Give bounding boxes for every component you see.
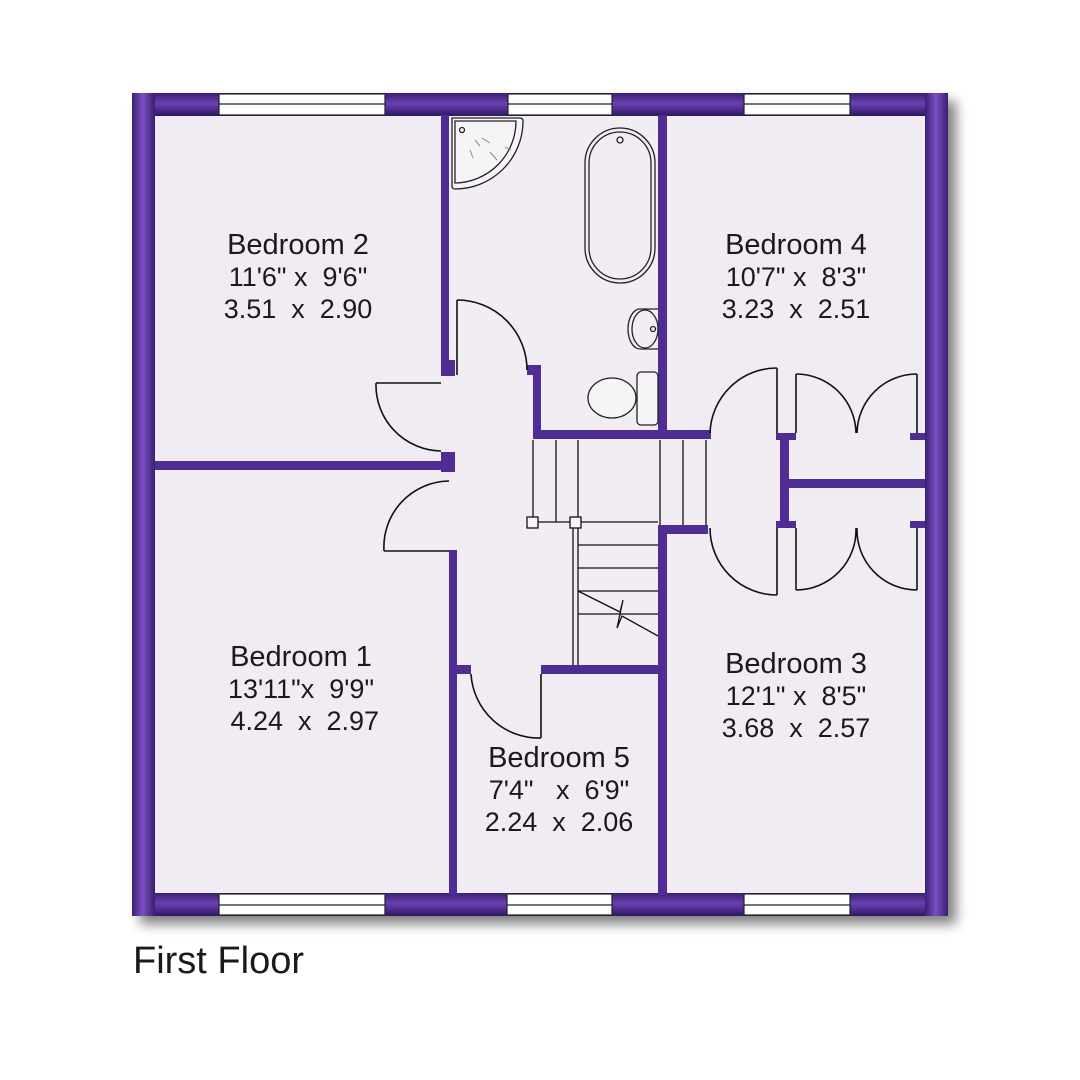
windows — [218, 93, 851, 916]
room-dimensions-imperial: 12'1" x 8'5" — [725, 681, 867, 712]
room-dimensions-metric: 2.24 x 2.06 — [484, 807, 634, 838]
room-dimensions-metric: 3.23 x 2.51 — [721, 294, 871, 325]
room-label-bedroom-4: Bedroom 4 10'7" x 8'3" 3.23 x 2.51 — [696, 228, 896, 326]
room-name: Bedroom 3 — [725, 648, 867, 680]
staircase-icon — [526, 440, 707, 665]
doors — [375, 299, 918, 739]
room-bedroom-2 — [155, 115, 445, 465]
room-dimensions-metric: 3.51 x 2.90 — [223, 294, 373, 325]
room-bedroom-3 — [680, 530, 925, 895]
room-dimensions-metric: 3.68 x 2.57 — [721, 713, 871, 744]
door-bedroom-4 — [709, 367, 778, 434]
room-name: Bedroom 2 — [227, 229, 369, 261]
room-name: Bedroom 1 — [230, 641, 372, 673]
room-bedroom-5 — [470, 675, 660, 895]
wardrobe-doors-upper — [795, 373, 918, 434]
wash-basin-icon — [627, 308, 659, 350]
room-label-bedroom-1: Bedroom 1 13'11"x 9'9" 4.24 x 2.97 — [196, 640, 406, 738]
window-bedroom-5 — [506, 893, 613, 916]
room-name: Bedroom 4 — [725, 229, 867, 261]
room-dimensions-metric: 4.24 x 2.97 — [222, 706, 380, 737]
room-label-bedroom-3: Bedroom 3 12'1" x 8'5" 3.68 x 2.57 — [696, 647, 896, 745]
room-label-bedroom-2: Bedroom 2 11'6" x 9'6" 3.51 x 2.90 — [198, 228, 398, 326]
window-bedroom-3 — [743, 893, 851, 916]
room-bedroom-1 — [155, 474, 445, 894]
wardrobe-doors-lower — [795, 527, 918, 591]
window-bedroom-1 — [218, 893, 386, 916]
room-dimensions-imperial: 10'7" x 8'3" — [725, 262, 867, 293]
window-bedroom-4 — [743, 93, 851, 116]
window-bathroom — [507, 93, 613, 116]
bath-icon — [584, 127, 656, 284]
door-bedroom-5 — [470, 673, 542, 739]
door-bedroom-1 — [383, 480, 450, 552]
window-bedroom-2 — [218, 93, 386, 116]
toilet-icon — [587, 371, 659, 426]
shower-tray-icon — [451, 117, 524, 190]
door-bedroom-3 — [709, 527, 778, 596]
room-dimensions-imperial: 7'4" x 6'9" — [488, 775, 630, 806]
room-dimensions-imperial: 13'11"x 9'9" — [227, 674, 375, 705]
door-bedroom-2 — [375, 382, 442, 452]
room-bedroom-4 — [680, 115, 925, 435]
room-dimensions-imperial: 11'6" x 9'6" — [228, 262, 368, 293]
floor-title: First Floor — [133, 940, 304, 982]
internal-walls — [155, 115, 925, 895]
room-label-bedroom-5: Bedroom 5 7'4" x 6'9" 2.24 x 2.06 — [459, 741, 659, 839]
door-bathroom — [456, 299, 528, 375]
room-name: Bedroom 5 — [488, 742, 630, 774]
